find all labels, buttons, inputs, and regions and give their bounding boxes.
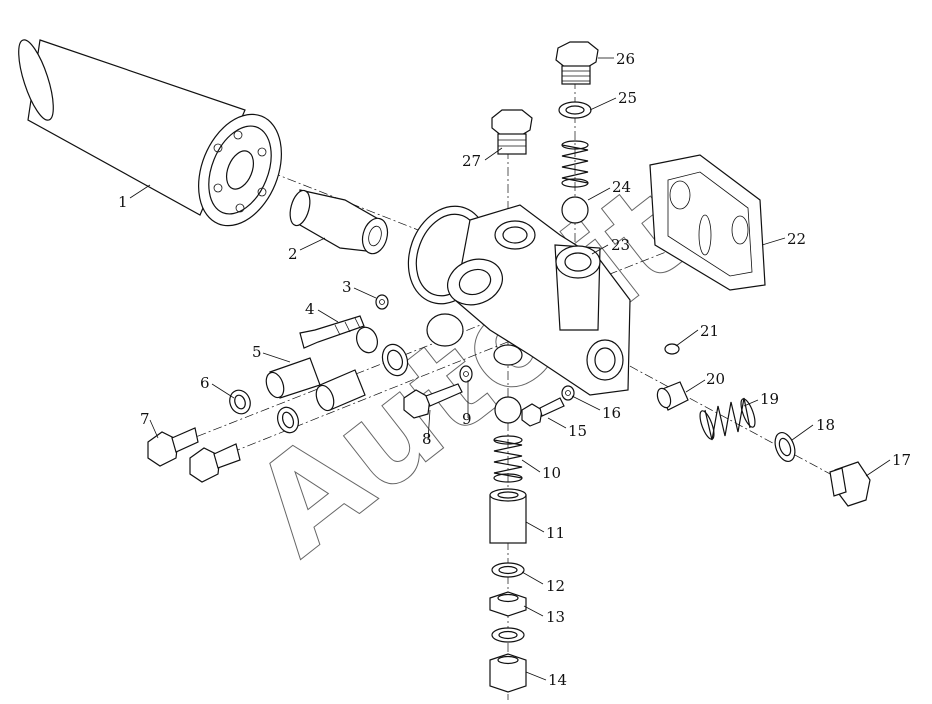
callout-4: 4	[305, 300, 315, 318]
callout-27: 27	[462, 152, 481, 170]
callout-11: 11	[546, 524, 565, 542]
left-side-parts	[147, 294, 409, 483]
callout-24: 24	[612, 178, 631, 196]
callout-1: 1	[118, 193, 128, 211]
callout-leaders	[129, 57, 891, 681]
callout-9: 9	[462, 410, 472, 428]
plug-27-part	[491, 109, 533, 155]
callout-12: 12	[546, 577, 565, 595]
threaded-adapter-part	[289, 189, 389, 255]
callout-13: 13	[546, 608, 565, 626]
callout-18: 18	[816, 416, 835, 434]
callout-7: 7	[140, 410, 150, 428]
callout-6: 6	[200, 374, 210, 392]
callout-3: 3	[342, 278, 352, 296]
callout-2: 2	[288, 245, 298, 263]
callout-22: 22	[787, 230, 806, 248]
callout-8: 8	[422, 430, 432, 448]
bolts-and-washers	[403, 365, 575, 427]
gasket-part	[649, 154, 766, 291]
callout-19: 19	[760, 390, 779, 408]
top-valve-stack	[555, 41, 599, 224]
callout-25: 25	[618, 89, 637, 107]
callout-20: 20	[706, 370, 725, 388]
bottom-valve-stack	[489, 396, 527, 693]
callout-numbers: 1 2 3 4 5 6 7 8 9 10 11 12 13 14 15 16 1…	[118, 50, 911, 689]
right-side-parts	[656, 343, 871, 507]
callout-16: 16	[602, 404, 621, 422]
callout-23: 23	[611, 236, 630, 254]
callout-10: 10	[542, 464, 561, 482]
callout-14: 14	[548, 671, 567, 689]
callout-15: 15	[568, 422, 587, 440]
callout-26: 26	[616, 50, 635, 68]
callout-17: 17	[892, 451, 911, 469]
callout-5: 5	[252, 343, 262, 361]
filter-housing-body	[407, 204, 631, 396]
callout-21: 21	[700, 322, 719, 340]
oil-filter-part	[18, 39, 282, 227]
